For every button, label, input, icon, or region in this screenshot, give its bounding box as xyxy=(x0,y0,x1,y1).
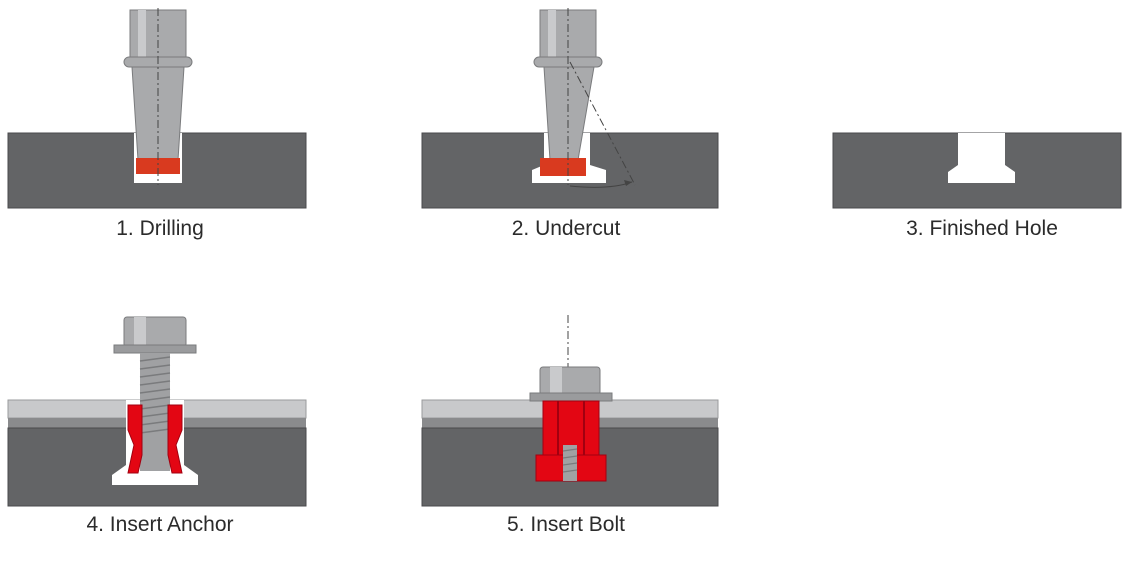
undercut-tool-icon xyxy=(421,8,719,209)
bolt-icon xyxy=(421,315,719,507)
anchor-icon xyxy=(7,316,307,507)
step-5-caption: 5. Insert Bolt xyxy=(507,513,625,536)
drill-bit-icon xyxy=(7,8,307,209)
step-3-finished-hole-panel xyxy=(825,0,1126,215)
step-2-undercut-panel xyxy=(410,0,730,215)
step-4-caption: 4. Insert Anchor xyxy=(86,513,234,536)
finished-hole-icon xyxy=(832,132,1122,209)
step-5-insert-bolt-panel xyxy=(410,305,730,510)
step-2-caption: 2. Undercut xyxy=(511,217,621,240)
step-1-caption: 1. Drilling xyxy=(116,217,204,240)
step-3-caption: 3. Finished Hole xyxy=(906,217,1058,240)
step-4-insert-anchor-panel xyxy=(0,305,320,510)
step-1-drilling-panel xyxy=(0,0,320,215)
